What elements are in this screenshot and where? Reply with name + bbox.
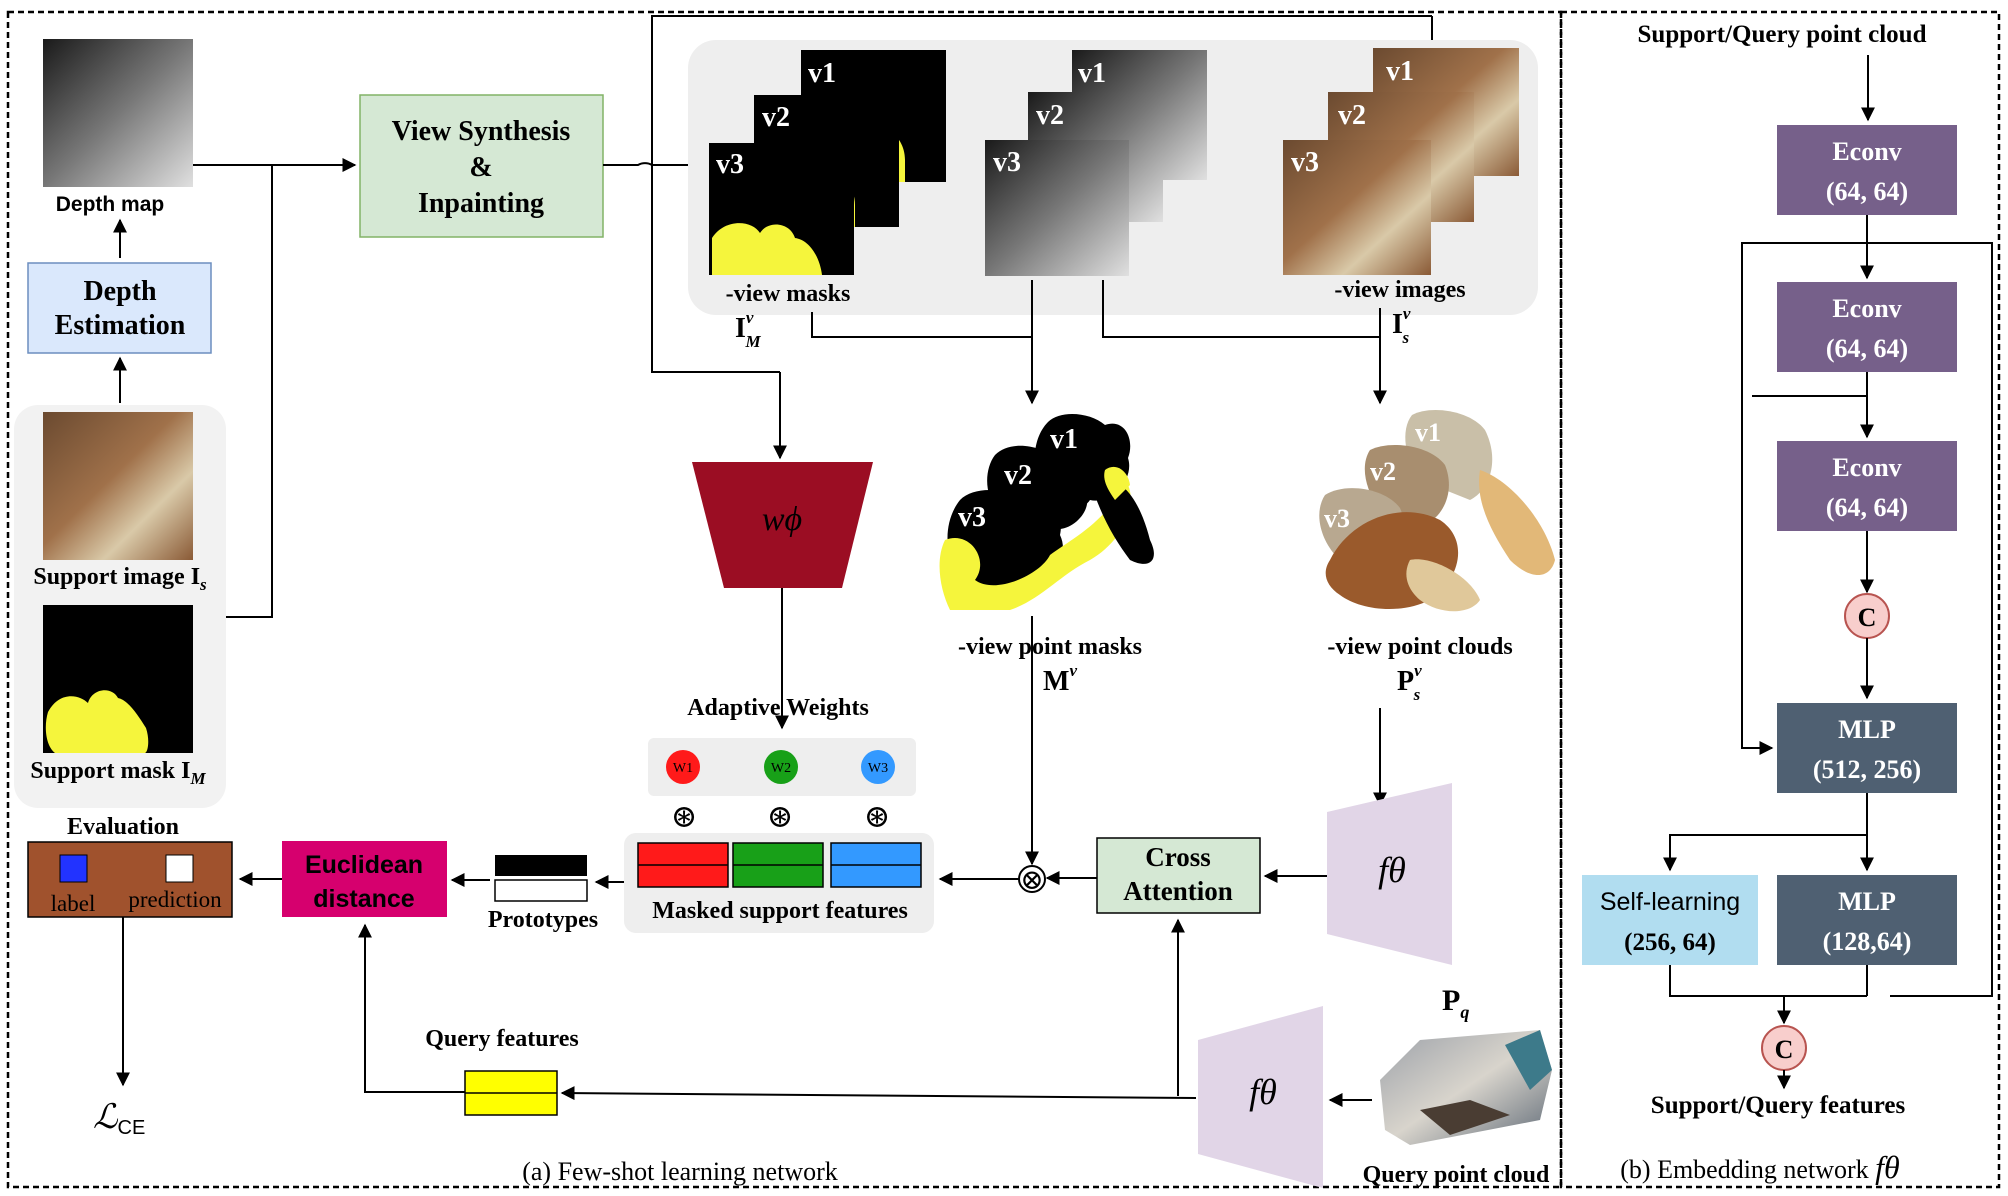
point-mask-v1: v1 <box>1050 424 1078 455</box>
weight-w2 <box>764 750 798 784</box>
query-pc-symbol: Pq <box>1442 984 1469 1022</box>
depth-map-image <box>43 39 193 187</box>
self-learning-box <box>1582 875 1758 965</box>
mlp-1 <box>1777 703 1957 793</box>
econv-1-label: Econv(64, 64) <box>1826 137 1908 206</box>
view-images-stack <box>1283 48 1519 275</box>
view-masks-stack <box>709 50 946 275</box>
view-point-clouds <box>1319 410 1555 612</box>
multiply-symbol: ⊗ <box>1020 865 1043 896</box>
conv-symbol-3: ⊛ <box>864 798 891 834</box>
view-images-label: -view images <box>1334 277 1465 303</box>
support-image <box>43 412 193 560</box>
query-point-cloud-image <box>1380 1030 1552 1145</box>
view-depth-v1: v1 <box>1078 58 1106 89</box>
econv-3 <box>1777 441 1957 531</box>
weight-w2-label: W2 <box>771 761 791 776</box>
left-panel-frame <box>6 10 1563 1189</box>
econv-1 <box>1777 125 1957 215</box>
conv-symbol-2: ⊛ <box>767 798 794 834</box>
weight-w1 <box>666 750 700 784</box>
view-image-v3: v3 <box>1291 147 1319 178</box>
prototype-black <box>495 855 587 876</box>
point-cloud-v2: v2 <box>1370 457 1396 486</box>
w-phi-network <box>692 462 873 588</box>
f-theta-support <box>1327 783 1452 965</box>
support-image-label: Support image Is <box>33 564 207 594</box>
euclidean-distance-box <box>282 841 447 917</box>
concat-node-1-label: C <box>1858 603 1877 632</box>
view-depth-v3: v3 <box>993 147 1021 178</box>
econv-3-label: Econv(64, 64) <box>1826 453 1908 522</box>
prototype-white <box>494 879 588 902</box>
mlp-1-label: MLP(512, 256) <box>1813 715 1921 784</box>
point-mask-v2: v2 <box>1004 460 1032 491</box>
eval-prediction-swatch <box>165 854 194 883</box>
support-mask-label: Support mask IM <box>30 758 206 788</box>
weight-w3-label: W3 <box>868 761 888 776</box>
f-theta-support-label: fθ <box>1378 850 1406 890</box>
view-point-masks-symbol: Mv <box>1043 661 1077 697</box>
view-synthesis-label: View Synthesis&Inpainting <box>392 116 571 219</box>
view-masks-label: -view masks <box>726 281 851 307</box>
point-cloud-v1: v1 <box>1415 418 1441 447</box>
self-learning-label: Self-learning(256, 64) <box>1600 888 1740 956</box>
weight-w1-label: W1 <box>673 761 693 776</box>
eval-label-swatch <box>59 854 88 883</box>
view-depths-stack <box>985 50 1207 276</box>
adaptive-weights-label: Adaptive Weights <box>687 695 869 721</box>
point-mask-v3: v3 <box>958 502 986 533</box>
emb-input-label: Support/Query point cloud <box>1638 21 1927 48</box>
evaluation-label: Evaluation <box>67 814 179 840</box>
view-point-masks-label: -view point masks <box>958 634 1142 660</box>
cross-attention-box <box>1096 837 1261 914</box>
loss-ce: ℒCE <box>93 1099 145 1139</box>
query-pc-label: Query point cloud <box>1363 1162 1550 1188</box>
right-panel-frame <box>1559 10 2001 1189</box>
depth-estimation-box <box>27 262 212 354</box>
right-panel-caption: (b) Embedding network fθ <box>1620 1149 1900 1185</box>
view-mask-v1: v1 <box>808 58 836 89</box>
eval-prediction-text: prediction <box>128 887 222 912</box>
mlp-2-label: MLP(128,64) <box>1823 887 1912 956</box>
depth-map-label: Depth map <box>56 193 165 216</box>
view-point-clouds-label: -view point clouds <box>1327 634 1512 660</box>
prototypes-label: Prototypes <box>488 907 598 933</box>
concat-node-2-label: C <box>1775 1035 1794 1064</box>
view-mask-v2: v2 <box>762 102 790 133</box>
eval-label-text: label <box>51 891 96 916</box>
f-theta-query <box>1198 1006 1323 1188</box>
econv-2 <box>1777 282 1957 372</box>
left-panel-caption: (a) Few-shot learning network <box>522 1157 838 1186</box>
point-cloud-v3: v3 <box>1324 504 1350 533</box>
w-phi-label: wϕ <box>762 501 802 538</box>
econv-2-label: Econv(64, 64) <box>1826 294 1908 363</box>
weight-w3 <box>861 750 895 784</box>
conv-symbol-1: ⊛ <box>671 798 698 834</box>
view-point-masks <box>939 414 1154 610</box>
view-image-v2: v2 <box>1338 100 1366 131</box>
view-depth-v2: v2 <box>1036 100 1064 131</box>
view-image-v1: v1 <box>1386 56 1414 87</box>
masked-support-label: Masked support features <box>652 898 908 924</box>
support-mask-shape <box>45 690 149 753</box>
query-features-label: Query features <box>425 1026 579 1052</box>
f-theta-query-label: fθ <box>1249 1072 1277 1112</box>
emb-output-label: Support/Query features <box>1651 1092 1906 1119</box>
mlp-2 <box>1777 875 1957 965</box>
view-mask-v3: v3 <box>716 149 744 180</box>
